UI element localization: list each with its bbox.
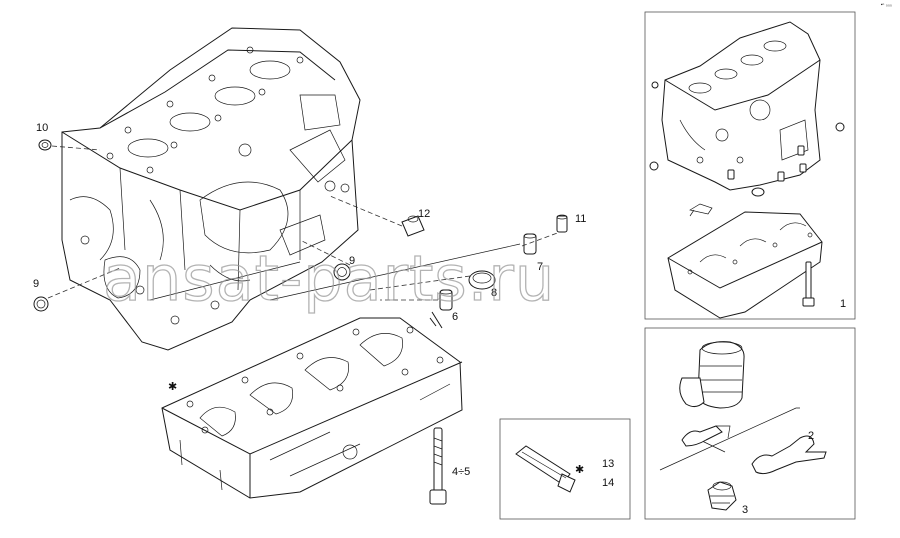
sealant-box: ✱ 13 14	[499, 418, 631, 520]
star-mark-box: ✱	[575, 464, 584, 476]
callout-12: 12	[418, 208, 430, 220]
callout-10: 10	[36, 122, 48, 134]
callout-13: 13	[602, 458, 614, 470]
bolt-4-5	[429, 427, 447, 505]
ring-8	[468, 270, 496, 290]
dowel-7	[523, 233, 537, 255]
leader-lines-main	[47, 145, 561, 329]
plug-9-center	[333, 263, 351, 281]
callout-1: 1	[840, 298, 846, 310]
assembly-box-1: 1	[644, 11, 856, 320]
callout-7: 7	[537, 261, 543, 273]
callout-9-center: 9	[349, 255, 355, 267]
plug-9-left	[33, 296, 49, 312]
plug-12	[401, 215, 425, 237]
callout-14: 14	[602, 477, 614, 489]
callout-6: 6	[452, 311, 458, 323]
callout-2: 2	[808, 430, 814, 442]
callout-11: 11	[575, 213, 586, 225]
dowel-6	[439, 289, 453, 311]
callout-9-left: 9	[33, 278, 39, 290]
plug-10	[38, 139, 52, 151]
callout-8: 8	[491, 287, 497, 299]
bushing-11	[556, 214, 568, 233]
callout-4-5: 4÷5	[452, 466, 470, 478]
watermark-text: ansat-parts.ru	[103, 242, 555, 315]
nozzle-box: 2 3	[644, 327, 856, 520]
callout-3: 3	[742, 504, 748, 516]
engine-block-main	[61, 27, 361, 351]
lower-crankcase	[161, 317, 463, 499]
star-mark-left: ✱	[168, 381, 177, 393]
corner-mark: ▪ⁿ ₀₀₀	[880, 2, 892, 8]
